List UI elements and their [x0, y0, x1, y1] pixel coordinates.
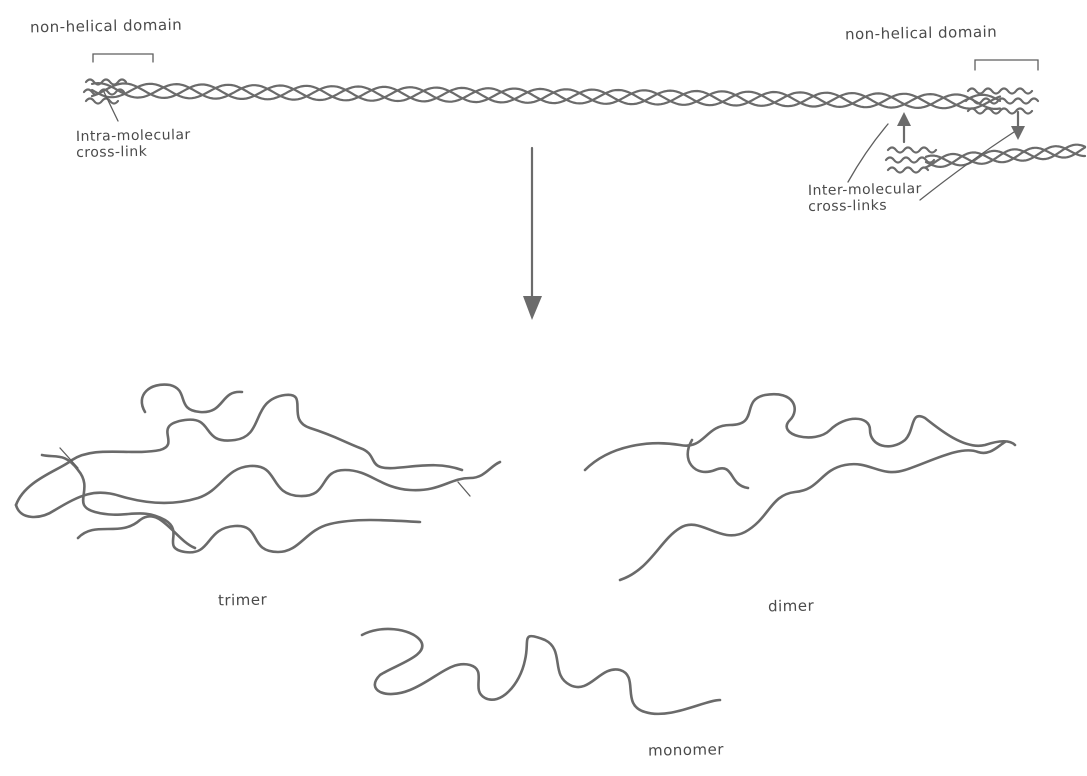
dimer-chain-3: [688, 440, 748, 488]
inter-crosslink-pointer-1: [848, 124, 888, 182]
denaturation-arrow: [523, 148, 542, 320]
monomer-coil: [362, 629, 720, 714]
helix2-telopeptide-1: [888, 148, 936, 153]
label-non-helical-domain-right: non-helical domain: [845, 24, 997, 43]
crosslink-arrow-up-head: [897, 112, 911, 126]
trimer-chain-4: [142, 385, 242, 413]
label-monomer: monomer: [648, 741, 724, 758]
label-intra-molecular-crosslink: Intra-molecular cross-link: [76, 127, 191, 161]
label-inter-molecular-crosslinks: Inter-molecular cross-links: [808, 181, 923, 215]
arrow-head: [523, 296, 542, 320]
right-non-helical-domain: [966, 60, 1038, 114]
left-domain-bracket: [93, 54, 153, 62]
label-trimer: trimer: [218, 592, 268, 609]
right-telopeptide-1: [968, 89, 1032, 94]
label-non-helical-domain-left: non-helical domain: [30, 17, 182, 36]
triple-helix-secondary: [886, 145, 1085, 173]
left-non-helical-domain: [84, 54, 153, 121]
triple-helix-main: [92, 83, 1000, 109]
monomer-chain: [362, 629, 720, 714]
dimer-chain-1: [585, 394, 1015, 470]
helix2-telopeptide-2: [886, 158, 934, 163]
trimer-coils: [16, 385, 500, 553]
label-dimer: dimer: [768, 598, 814, 615]
trimer-chain-5: [78, 516, 195, 548]
trimer-crosslink-right: [458, 482, 470, 496]
right-domain-bracket: [975, 60, 1038, 70]
left-telopeptide-3: [86, 99, 118, 104]
trimer-chain-3: [42, 455, 420, 552]
dimer-chain-2: [620, 442, 1005, 580]
helix2-telopeptide-3: [888, 168, 928, 173]
dimer-coils: [585, 394, 1015, 580]
